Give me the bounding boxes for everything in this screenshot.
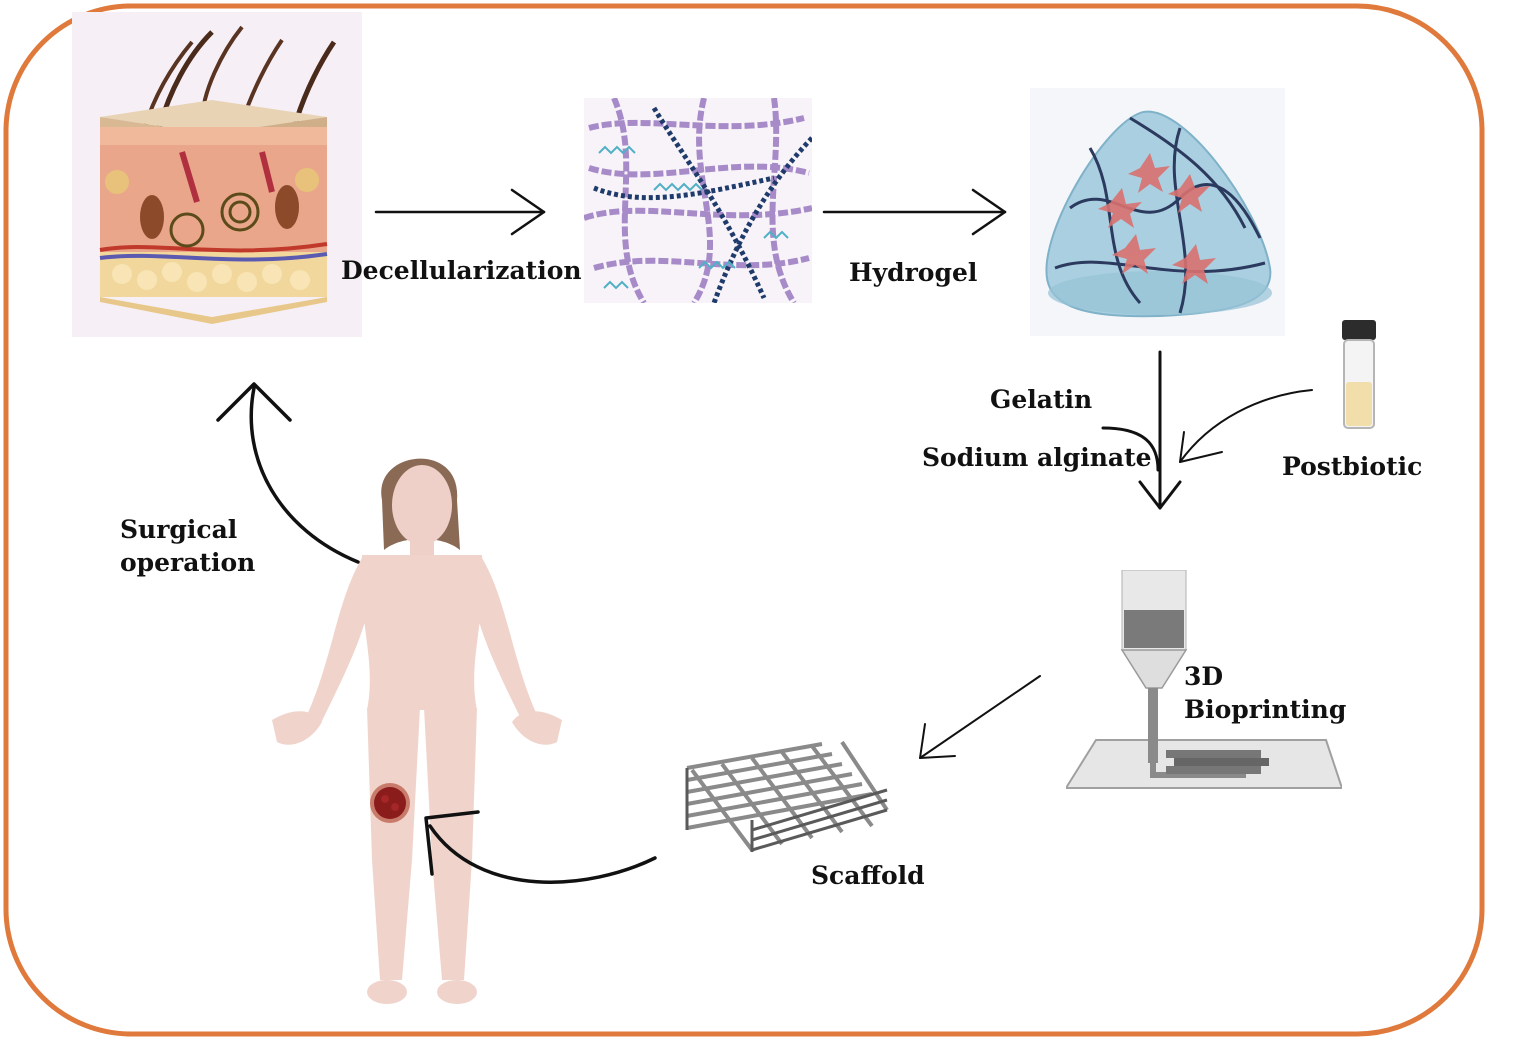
arrow-gelatin-merge	[1101, 426, 1160, 472]
patient-body-icon	[262, 440, 572, 1014]
wound-icon	[368, 781, 412, 825]
arrow-decellularization	[374, 188, 546, 236]
label-operation: operation	[120, 548, 256, 577]
label-decellularization: Decellularization	[341, 256, 582, 285]
ecm-fiber-network-icon	[584, 98, 812, 303]
arrow-hydrogel	[822, 188, 1007, 236]
hydrogel-dome-icon	[1030, 88, 1285, 336]
label-bioprinting: Bioprinting	[1184, 695, 1347, 724]
label-surgical: Surgical	[120, 515, 238, 544]
label-postbiotic: Postbiotic	[1282, 452, 1423, 481]
arrow-down-printing	[1138, 350, 1182, 510]
label-3d: 3D	[1184, 662, 1224, 691]
label-scaffold: Scaffold	[811, 861, 925, 890]
postbiotic-vial-icon	[1340, 320, 1380, 432]
label-gelatin: Gelatin	[990, 385, 1093, 414]
arrow-scaffold-to-patient	[424, 810, 657, 884]
arrow-postbiotic	[1179, 389, 1313, 463]
arrow-to-scaffold	[919, 675, 1041, 759]
label-hydrogel: Hydrogel	[849, 258, 978, 287]
label-sodium-alginate: Sodium alginate	[922, 443, 1152, 472]
arrow-surgical-operation	[216, 382, 360, 564]
skin-cross-section-icon	[72, 12, 362, 337]
bioprinter-icon	[1066, 570, 1342, 794]
scaffold-lattice-icon	[682, 740, 892, 860]
